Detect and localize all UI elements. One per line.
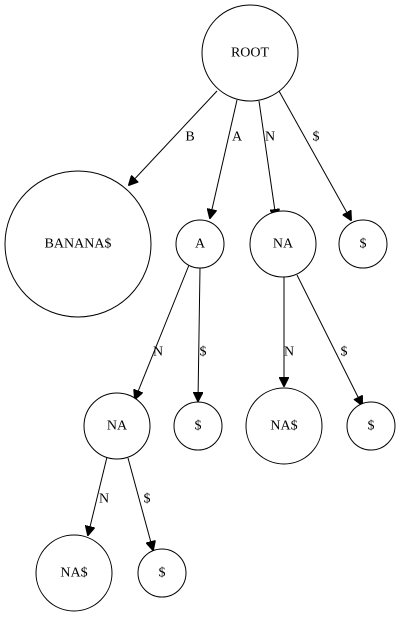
edge-label-na1-nadollar: N — [284, 345, 294, 360]
edge-a-dollar2 — [198, 267, 200, 401]
node-dollar1-label: $ — [360, 237, 367, 252]
node-na2-label: NA — [107, 419, 128, 434]
edge-a-na2 — [135, 264, 190, 399]
node-a: A — [175, 219, 225, 269]
edge-label-root-dollar1: $ — [313, 130, 320, 145]
node-banana: BANANA$ — [4, 170, 152, 318]
node-dollar2: $ — [173, 401, 223, 451]
edges — [88, 90, 362, 550]
edge-root-a — [210, 99, 238, 218]
edge-labels: B A N $ N $ N $ N $ — [99, 130, 348, 507]
node-dollar4-label: $ — [159, 566, 166, 581]
node-na1-label: NA — [273, 237, 294, 252]
edge-label-root-na1: N — [265, 130, 275, 145]
node-na-dollar1-label: NA$ — [270, 419, 297, 434]
node-a-label: A — [195, 237, 206, 252]
node-dollar3-label: $ — [368, 419, 375, 434]
node-root: ROOT — [201, 4, 299, 102]
edge-label-na1-dollar: $ — [341, 345, 348, 360]
edge-label-root-a: A — [232, 130, 243, 145]
node-na2: NA — [83, 392, 151, 460]
node-banana-label: BANANA$ — [45, 237, 112, 252]
nodes: ROOT BANANA$ A NA $ NA $ NA$ — [4, 4, 396, 612]
node-dollar4: $ — [137, 548, 187, 598]
node-dollar3: $ — [346, 401, 396, 451]
edge-label-na2-nadollar: N — [99, 492, 109, 507]
edge-na1-dollar — [296, 274, 362, 405]
node-root-label: ROOT — [231, 46, 270, 61]
edge-label-na2-dollar: $ — [144, 492, 151, 507]
edge-root-banana — [129, 90, 218, 185]
node-dollar1: $ — [338, 219, 388, 269]
edge-root-dollar1 — [278, 90, 351, 220]
node-na-dollar1: NA$ — [245, 387, 323, 465]
node-na1: NA — [249, 210, 317, 278]
edge-label-a-na2: N — [153, 345, 163, 360]
edge-na2-dollar — [127, 457, 153, 550]
node-na-dollar2-label: NA$ — [60, 566, 87, 581]
edge-na2-nadollar — [88, 456, 108, 535]
edge-label-root-banana: B — [185, 130, 194, 145]
node-dollar2-label: $ — [195, 419, 202, 434]
edge-label-a-dollar2: $ — [200, 345, 207, 360]
edge-root-na1 — [258, 100, 276, 218]
node-na-dollar2: NA$ — [35, 534, 113, 612]
